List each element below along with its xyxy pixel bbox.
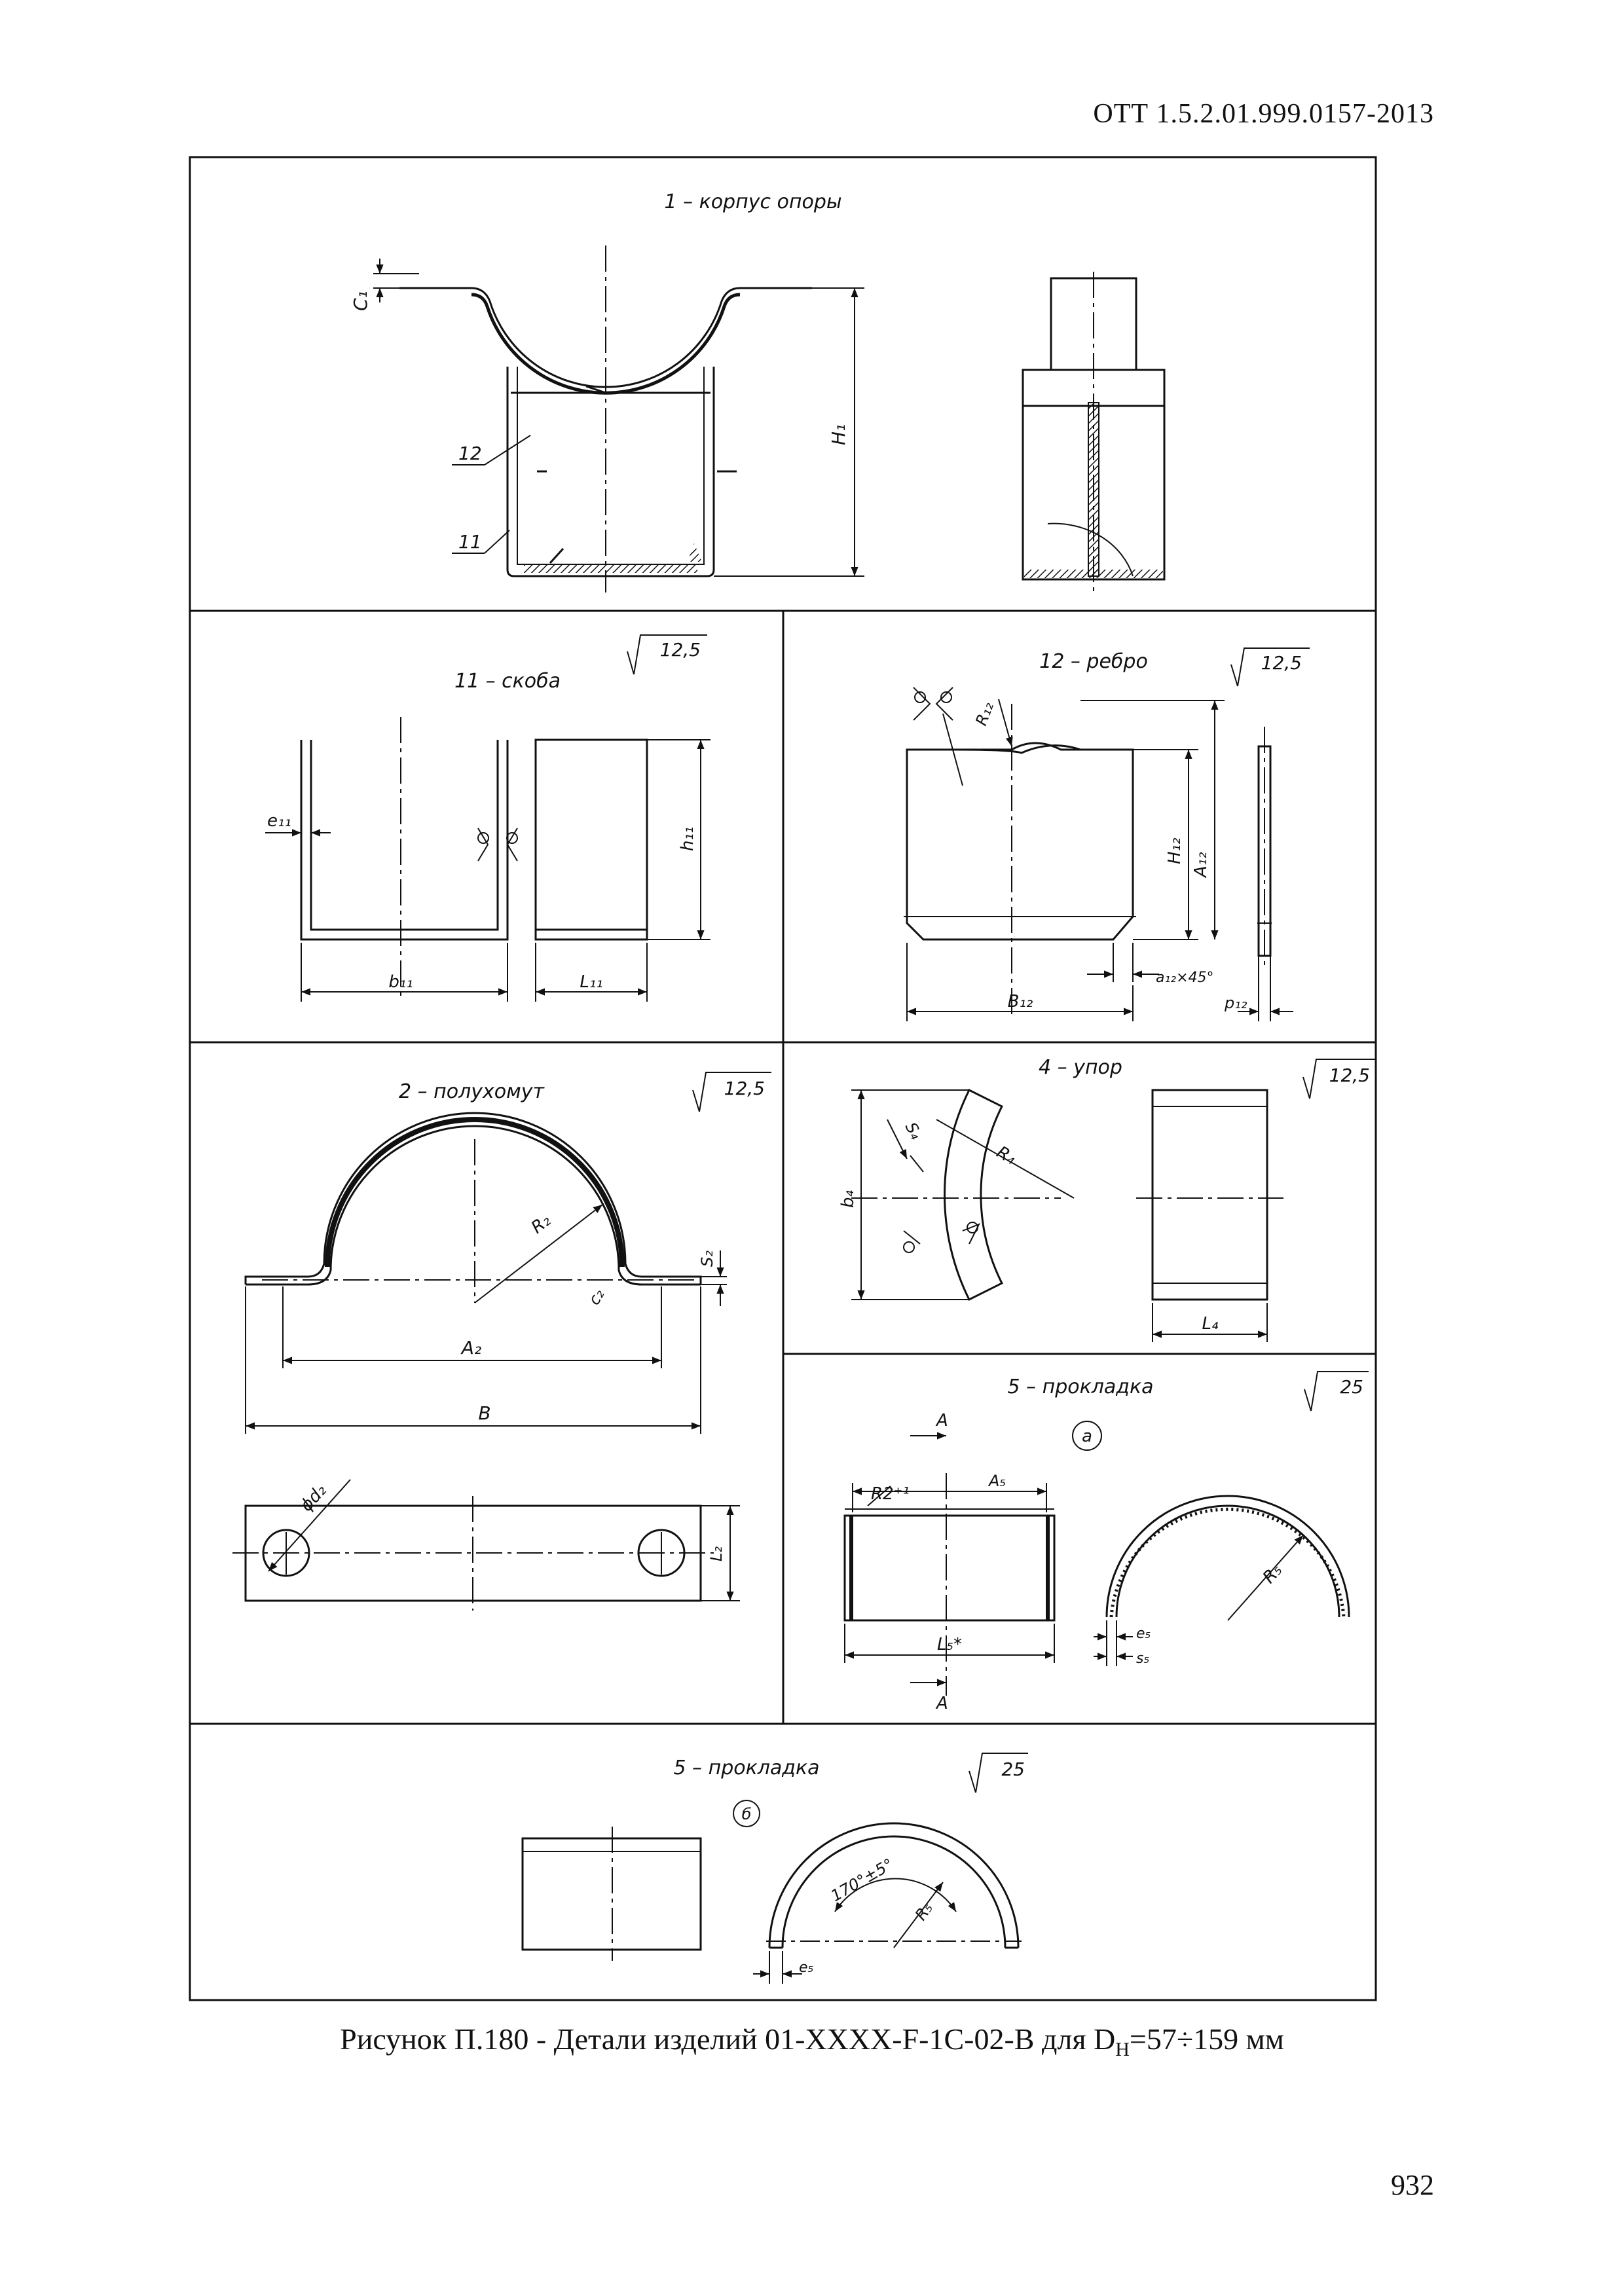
roughness-half-clamp: 12,5	[724, 1078, 765, 1099]
dim-e5-a: e₅	[1136, 1626, 1151, 1642]
dim-s2: S₂	[698, 1250, 716, 1267]
dim-r2: R₂	[528, 1211, 555, 1237]
section-a-bottom: A	[935, 1694, 948, 1713]
variant-b-label: б	[742, 1805, 752, 1823]
panel-bracket: 11 – скоба 12,5 e₁₁ h₁₁ b₁₁ L₁₁	[265, 634, 710, 1002]
dim-h1: H₁	[828, 424, 849, 445]
label-part-12: 12	[458, 443, 482, 464]
figure-caption: Рисунок П.180 - Детали изделий 01-XXXX-F…	[0, 2022, 1624, 2061]
roughness-stop: 12,5	[1329, 1065, 1370, 1086]
page-number: 932	[1391, 2169, 1434, 2201]
dim-e11: e₁₁	[267, 811, 291, 831]
dim-l2: L₂	[707, 1546, 726, 1561]
dim-e5-b: e₅	[799, 1959, 813, 1976]
dim-r12: R₁₂	[972, 699, 997, 728]
label-part-11: 11	[458, 531, 482, 553]
panel-gasket-b: 5 – прокладка 25 б R₅ 170°±5° e₅	[521, 1753, 1028, 1984]
roughness-gasket-a: 25	[1340, 1376, 1363, 1398]
dim-h11: h₁₁	[678, 827, 697, 851]
dim-b: B	[478, 1402, 490, 1424]
dim-b4: b₄	[838, 1190, 858, 1208]
roughness-rib: 12,5	[1261, 652, 1302, 674]
dim-h12: H₁₂	[1165, 838, 1185, 864]
panel-gasket-b-title: 5 – прокладка	[673, 1757, 819, 1779]
panel-support-body-title: 1 – корпус опоры	[664, 191, 841, 213]
panel-gasket-a: 5 – прокладка 25 а A A A₅ R2⁺¹ L₅* R₅	[843, 1371, 1369, 1713]
dim-l4: L₄	[1202, 1314, 1219, 1334]
dim-r5-a: R₅	[1259, 1560, 1286, 1587]
dim-b12: B₁₂	[1008, 992, 1033, 1011]
drawing-frame	[189, 156, 1377, 2001]
panel-support-body: 1 – корпус опоры C₁ H₁ 12 11	[350, 191, 1166, 596]
panel-stop-title: 4 – упор	[1039, 1056, 1122, 1079]
dim-s4: S₄	[902, 1120, 926, 1142]
panel-gasket-a-title: 5 – прокладка	[1007, 1376, 1153, 1398]
dim-c1: C₁	[350, 291, 371, 311]
dim-a2: A₂	[460, 1337, 481, 1358]
dim-r2-tol: R2⁺¹	[871, 1484, 910, 1504]
caption-subscript: H	[1115, 2039, 1130, 2061]
panel-bracket-title: 11 – скоба	[454, 670, 561, 693]
variant-a-label: а	[1082, 1427, 1092, 1446]
roughness-bracket: 12,5	[660, 639, 701, 661]
panel-rib: 12 – ребро 12,5 R₁₂ H₁₂ A₁₂ a₁₂×45° B₁₂	[904, 647, 1310, 1021]
dim-c2: c₂	[585, 1286, 608, 1308]
document-code-header: ОТТ 1.5.2.01.999.0157-2013	[1093, 99, 1434, 129]
dim-angle: 170°±5°	[828, 1855, 896, 1905]
dim-d2: ϕd₂	[297, 1481, 331, 1516]
caption-text: Рисунок П.180 - Детали изделий 01-XXXX-F…	[340, 2022, 1116, 2056]
section-a-top: A	[935, 1411, 948, 1430]
roughness-gasket-b: 25	[1001, 1758, 1025, 1780]
dim-b11: b₁₁	[388, 972, 413, 992]
caption-range: =57÷159 мм	[1129, 2022, 1284, 2056]
panel-half-clamp-title: 2 – полухомут	[399, 1080, 545, 1103]
dim-a12: A₁₂	[1191, 852, 1211, 879]
dim-a5: A₅	[987, 1472, 1006, 1490]
panel-half-clamp: 2 – полухомут 12,5 R₂ c₂ S₂ A₂ B	[232, 1072, 771, 1611]
dim-p12: p₁₂	[1224, 994, 1247, 1012]
dim-l5: L₅*	[937, 1635, 962, 1654]
dim-l11: L₁₁	[580, 972, 602, 992]
dim-a12-chamfer: a₁₂×45°	[1156, 970, 1214, 986]
panel-stop: 4 – упор 12,5 R₄ S₄ b₄ L₄	[838, 1056, 1375, 1342]
dim-s5: s₅	[1136, 1650, 1149, 1667]
panel-rib-title: 12 – ребро	[1039, 650, 1148, 673]
